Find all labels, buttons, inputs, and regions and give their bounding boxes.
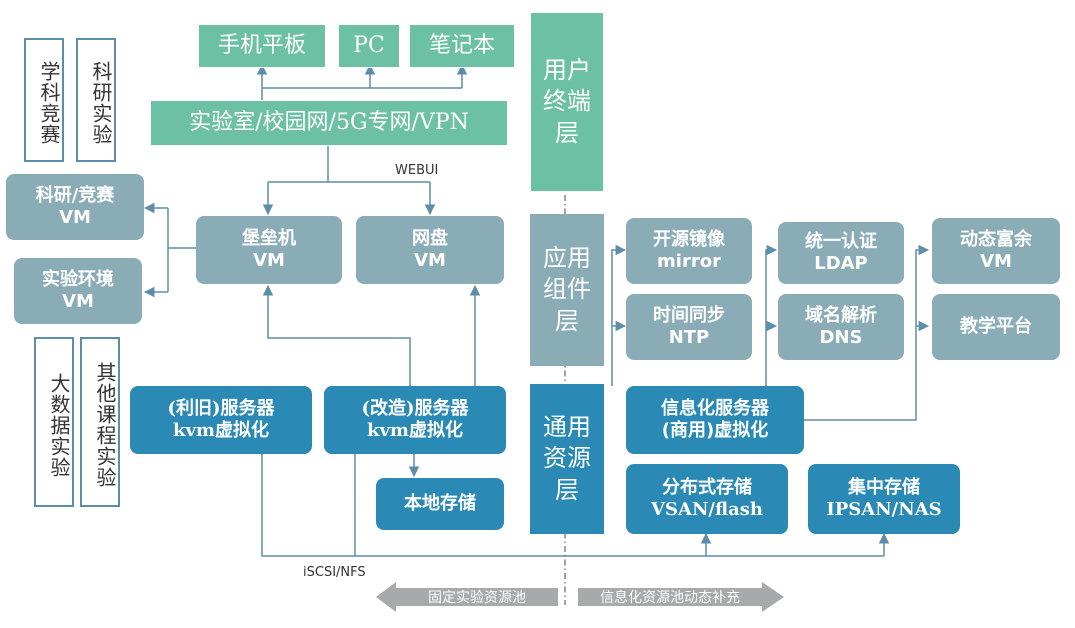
teaching-platform: 教学平台 [932,294,1060,360]
user-layer-text: 用户终端层 [543,56,591,147]
link-info-right [765,244,778,386]
central-storage-line1: 集中存储 [848,476,920,498]
modified-server-kvm: (改造)服务器 kvm虚拟化 [324,386,506,454]
ldap-line1: 统一认证 [805,230,877,252]
dynamic-pool-arrow-label: 信息化资源池动态补充 [600,590,740,606]
device-pc: PC [338,24,400,68]
label-research-experiment: 科研实验 [76,38,116,162]
reused-server-line1: (利旧)服务器 [167,397,275,419]
bastion-host-vm: 堡垒机 VM [196,216,342,284]
dist-storage-line2: VSAN/flash [651,499,763,520]
label-subject-competition: 学科竞赛 [24,38,64,162]
ntp-line1: 时间同步 [653,304,725,326]
link-info-platforms [804,244,930,421]
mirror-line1: 开源镜像 [653,228,725,250]
mirror-component: 开源镜像 mirror [626,218,752,284]
label-bigdata-experiment: 大数据实验 [34,337,74,507]
dynvm-line2: VM [980,251,1012,272]
lab-vm-line1: 实验环境 [42,268,114,290]
fixed-pool-arrow-label: 固定实验资源池 [428,590,526,606]
link-info-vertical [611,244,627,386]
dynvm-line1: 动态富余 [960,228,1032,250]
lab-vm-line2: VM [62,291,94,312]
ldap-component: 统一认证 LDAP [778,222,904,284]
link-bus [261,454,884,557]
lab-environment-vm: 实验环境 VM [14,258,142,324]
research-competition-vm: 科研/竞赛 VM [6,174,144,240]
label-other-course-experiment: 其他课程实验 [80,337,120,507]
research-vm-line2: VM [59,207,91,228]
ntp-line2: NTP [668,327,710,348]
user-terminal-layer: 用户终端层 [530,12,604,192]
link-server-to-bastion [262,284,411,386]
local-storage: 本地存储 [376,478,504,530]
info-server-line2: (商用)虚拟化 [661,420,769,441]
arrow-right-shape [578,582,784,612]
bastion-line2: VM [253,250,285,271]
reused-server-line2: kvm虚拟化 [173,420,269,441]
netdisk-vm: 网盘 VM [356,216,504,284]
device-phone-tablet: 手机平板 [198,24,326,68]
netdisk-line1: 网盘 [412,227,448,249]
distributed-storage: 分布式存储 VSAN/flash [626,464,788,534]
info-server-line1: 信息化服务器 [661,397,769,419]
ldap-line2: LDAP [814,253,868,274]
mirror-line2: mirror [657,251,721,272]
research-vm-line1: 科研/竞赛 [35,184,115,206]
central-storage: 集中存储 IPSAN/NAS [808,464,960,534]
dist-storage-line1: 分布式存储 [662,476,752,498]
resource-layer-text: 通用资源层 [543,413,591,504]
dns-line1: 域名解析 [805,304,877,326]
netdisk-line2: VM [414,250,446,271]
device-laptop: 笔记本 [409,24,515,68]
dns-line2: DNS [819,327,863,348]
info-server-virtualization: 信息化服务器 (商用)虚拟化 [626,386,804,454]
app-layer-text: 应用组件层 [543,244,591,335]
modified-server-line1: (改造)服务器 [361,397,469,419]
webui-label: WEBUI [395,163,439,178]
arrow-left-shape [376,582,558,612]
dns-component: 域名解析 DNS [778,294,904,360]
reused-server-kvm: (利旧)服务器 kvm虚拟化 [130,386,312,454]
network-access-box: 实验室/校园网/5G专网/VPN [150,100,508,146]
modified-server-line2: kvm虚拟化 [367,420,463,441]
ntp-component: 时间同步 NTP [626,294,752,360]
resource-layer: 通用资源层 [530,384,604,534]
app-component-layer: 应用组件层 [530,214,604,366]
dynamic-spare-vm: 动态富余 VM [932,218,1060,284]
iscsi-nfs-label: iSCSI/NFS [303,565,366,580]
central-storage-line2: IPSAN/NAS [826,499,942,520]
bastion-line1: 堡垒机 [242,227,296,249]
